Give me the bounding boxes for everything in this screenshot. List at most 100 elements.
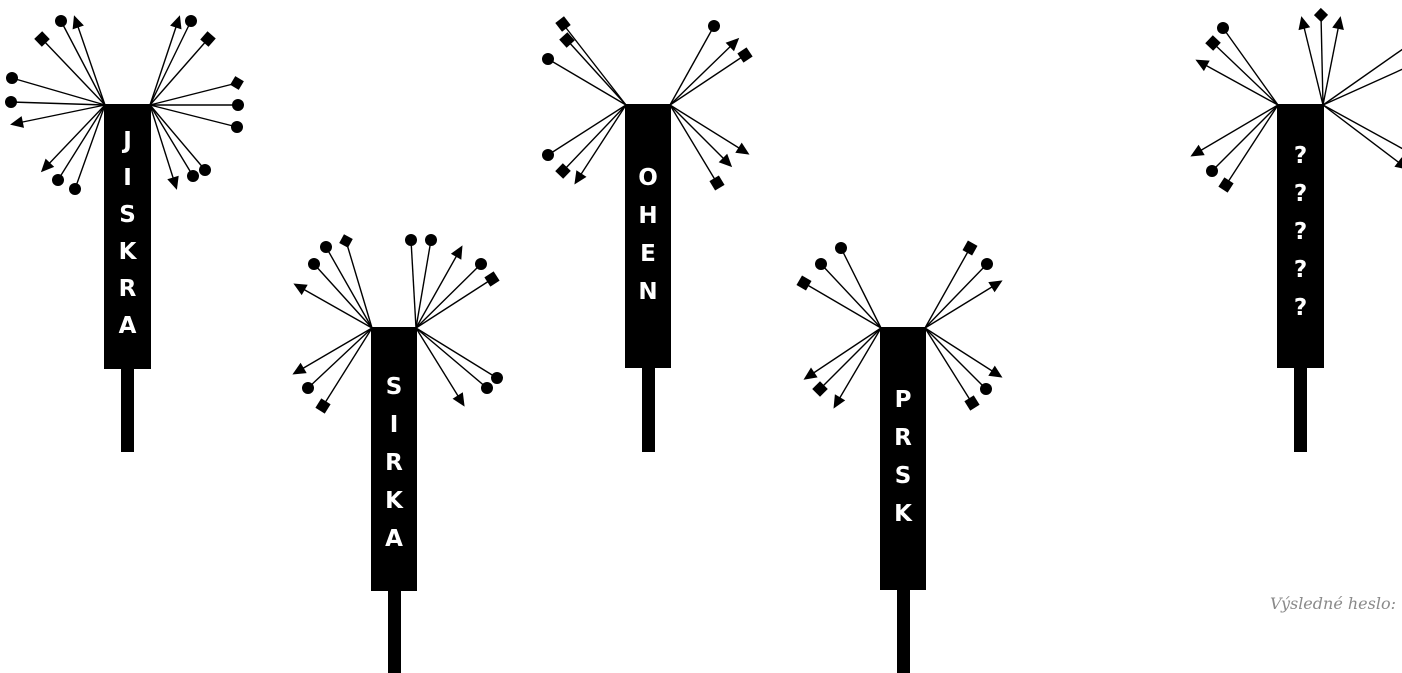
spark-ray [295, 284, 373, 329]
sparkler-letter: R [385, 450, 403, 476]
sparkler-letter: ? [1294, 143, 1307, 169]
spark-circle [491, 372, 503, 384]
sparkler-letter: P [895, 387, 912, 413]
spark-ray [149, 82, 238, 106]
spark-triangle [452, 392, 465, 407]
spark-ray [415, 278, 493, 329]
spark-ray [924, 327, 1001, 377]
spark-ray [415, 247, 462, 329]
spark-triangle [1332, 16, 1344, 30]
spark-square [200, 31, 216, 47]
sparkler-letter: K [385, 488, 404, 514]
sparkler-body [371, 327, 417, 591]
spark-square [315, 398, 331, 414]
spark-ray [669, 104, 731, 166]
spark-circle [708, 20, 720, 32]
spark-ray [1225, 104, 1279, 186]
sparkler-unknown: ????? [1190, 7, 1402, 452]
sparkler-letter: A [119, 313, 137, 339]
sparkler-letter: ? [1294, 219, 1307, 245]
spark-ray [415, 327, 464, 405]
spark-triangle [574, 170, 587, 185]
spark-triangle [725, 37, 740, 52]
spark-ray [57, 104, 106, 181]
spark-ray [840, 247, 882, 329]
spark-circle [481, 382, 493, 394]
spark-triangle [1190, 144, 1205, 157]
spark-triangle [450, 245, 463, 260]
spark-ray [575, 104, 627, 183]
spark-ray [12, 104, 106, 125]
spark-circle [308, 258, 320, 270]
spark-ray [11, 77, 106, 106]
spark-ray [74, 17, 106, 106]
spark-ray [1322, 104, 1402, 166]
spark-circle [55, 15, 67, 27]
spark-ray [805, 327, 882, 379]
spark-circle [6, 72, 18, 84]
spark-circle [231, 121, 243, 133]
sparkler-handle [388, 589, 401, 673]
spark-ray [1322, 48, 1402, 106]
spark-triangle [735, 142, 750, 155]
spark-triangle [803, 367, 818, 380]
spark-ray [924, 247, 971, 329]
spark-triangle [40, 158, 55, 173]
sparkler-letter: R [119, 276, 137, 302]
spark-circle [542, 149, 554, 161]
sparkler-body [1277, 104, 1324, 368]
spark-ray [819, 327, 882, 390]
spark-triangle [988, 365, 1003, 378]
spark-ray [924, 327, 987, 390]
spark-ray [562, 23, 627, 106]
spark-square [484, 271, 500, 287]
spark-ray [669, 39, 738, 106]
spark-triangle [170, 15, 182, 30]
sparkler-body [104, 104, 151, 369]
spark-circle [232, 99, 244, 111]
spark-ray [669, 25, 715, 106]
spark-square [559, 32, 575, 48]
sparkler-letter: O [638, 165, 658, 191]
spark-ray [1192, 104, 1279, 156]
result-password-label: Výsledné heslo: [1270, 594, 1396, 613]
spark-ray [1322, 18, 1341, 106]
spark-circle [425, 234, 437, 246]
spark-circle [815, 258, 827, 270]
spark-circle [405, 234, 417, 246]
spark-ray [42, 104, 106, 171]
spark-ray [149, 104, 194, 177]
spark-ray [669, 54, 746, 106]
spark-ray [547, 104, 627, 156]
sparkler-body [625, 104, 671, 368]
spark-ray [834, 327, 882, 407]
spark-ray [149, 104, 238, 128]
spark-ray [415, 327, 498, 379]
spark-ray [669, 104, 718, 184]
spark-circle [5, 96, 17, 108]
spark-circle [187, 170, 199, 182]
sparkler-letter: ? [1294, 295, 1307, 321]
sparkler-letter: H [638, 203, 657, 229]
sparkler-letter: R [894, 425, 912, 451]
spark-ray [325, 246, 373, 329]
spark-triangle [1195, 59, 1210, 72]
sparkler-letter: A [385, 526, 403, 552]
spark-ray [313, 263, 373, 329]
sparkler-handle [897, 588, 910, 673]
spark-diamond [339, 234, 353, 248]
spark-circle [1217, 22, 1229, 34]
spark-triangle [1394, 157, 1402, 169]
spark-triangle [293, 283, 308, 296]
spark-ray [294, 327, 373, 374]
spark-ray [322, 327, 373, 407]
sparkler-body [880, 327, 926, 590]
spark-ray [307, 327, 373, 389]
sparkler-letter: E [640, 241, 656, 267]
spark-circle [185, 15, 197, 27]
spark-ray [924, 281, 1001, 329]
spark-ray [149, 104, 177, 188]
spark-ray [924, 327, 973, 404]
